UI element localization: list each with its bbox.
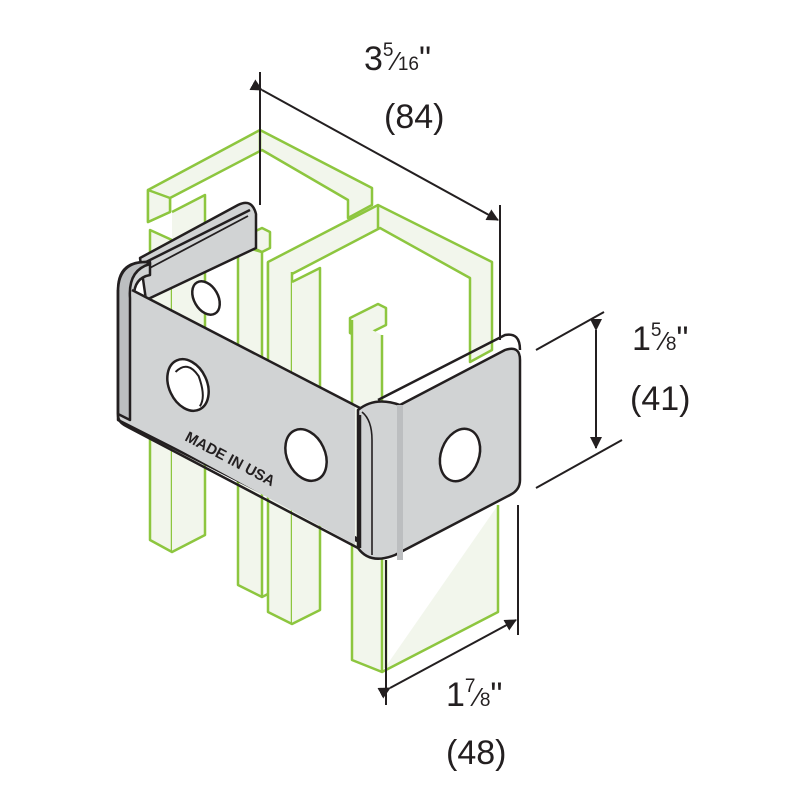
height-metric-label: (41)	[630, 380, 691, 418]
bracket-hole-back	[191, 280, 221, 316]
height-numerator: 5	[650, 319, 662, 341]
width-metric-label: (84)	[384, 98, 445, 136]
height-denominator: 8	[665, 334, 677, 355]
fraction-slash: ⁄	[475, 682, 480, 712]
dimension-lines	[249, 72, 623, 705]
depth-denominator: 8	[479, 690, 491, 711]
height-dimension-label: 15⁄8"	[632, 319, 689, 358]
depth-numerator: 7	[464, 675, 476, 697]
bracket-hole-left	[166, 357, 210, 413]
height-whole: 1	[632, 320, 651, 358]
depth-dimension-label: 17⁄8"	[446, 675, 503, 714]
fraction-slash: ⁄	[661, 326, 666, 356]
depth-unit: "	[490, 676, 503, 714]
depth-whole: 1	[446, 676, 465, 714]
bracket-hole-middle	[284, 427, 328, 483]
width-denominator: 16	[397, 54, 419, 75]
height-unit: "	[676, 320, 689, 358]
fraction-slash: ⁄	[393, 46, 398, 76]
depth-metric-label: (48)	[446, 734, 507, 772]
width-numerator: 5	[382, 39, 394, 61]
bracket-hole-right	[438, 427, 482, 483]
width-dimension-label: 35⁄16"	[364, 39, 432, 78]
u-bracket	[116, 201, 522, 560]
width-unit: "	[418, 40, 432, 78]
width-whole: 3	[364, 40, 383, 78]
